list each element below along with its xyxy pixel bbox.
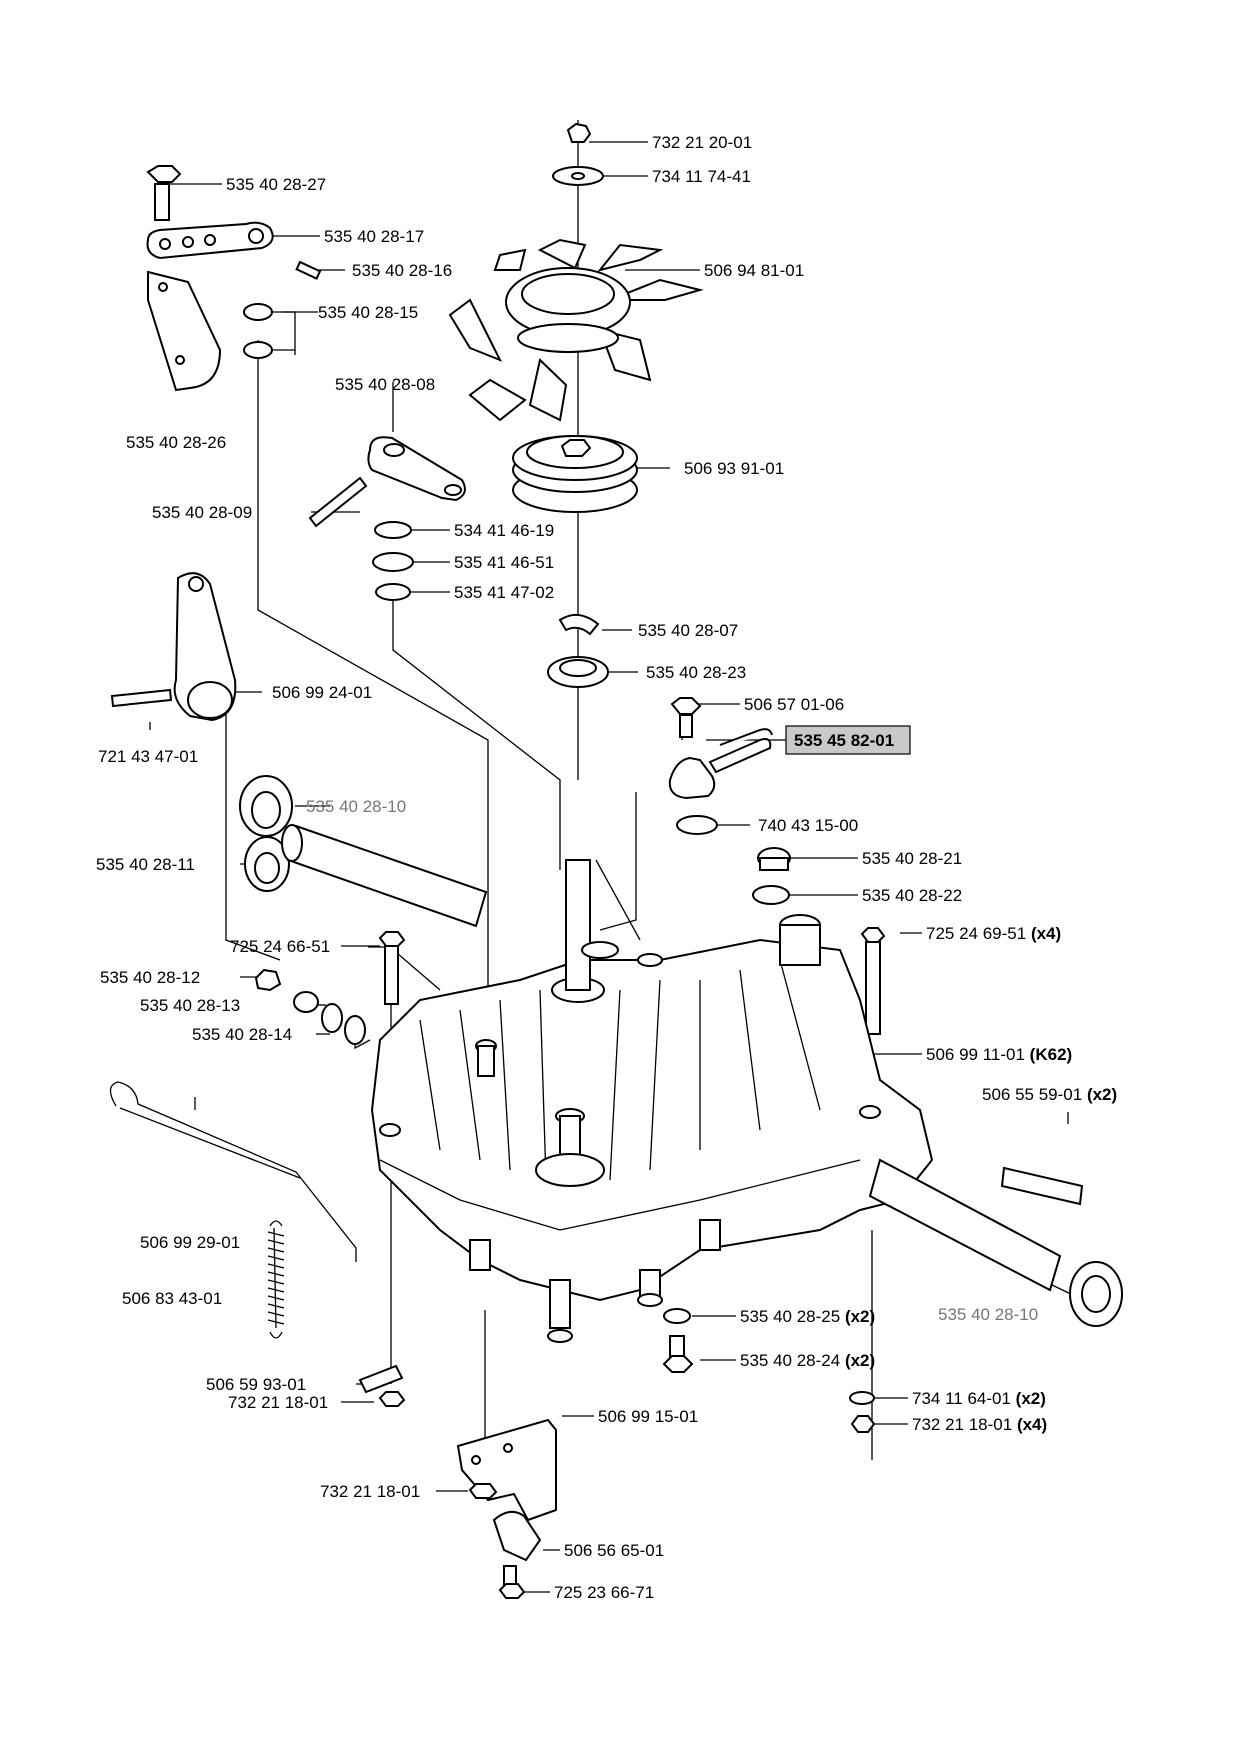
part-label: 732 21 18-01: [320, 1482, 420, 1501]
part-label: 506 99 24-01: [272, 683, 372, 702]
part-label: 740 43 15-00: [758, 816, 858, 835]
part-label: 506 55 59-01 (x2): [982, 1085, 1117, 1104]
part-label: 534 41 46-19: [454, 521, 554, 540]
part-label: 506 59 93-01: [206, 1375, 306, 1394]
transmission-housing-icon: [370, 859, 934, 1343]
part-label: 734 11 64-01 (x2): [912, 1389, 1046, 1408]
part-label: 732 21 18-01: [228, 1393, 328, 1412]
part-label: 732 21 20-01: [652, 133, 752, 152]
part-label: 506 57 01-06: [744, 695, 844, 714]
part-label: 535 41 46-51: [454, 553, 554, 572]
part-label: 535 40 28-21: [862, 849, 962, 868]
part-label: 535 40 28-23: [646, 663, 746, 682]
part-labels: 732 21 20-01 734 11 74-41 535 40 28-27 5…: [96, 133, 1117, 1602]
part-label: 535 41 47-02: [454, 583, 554, 602]
part-label: 535 40 28-08: [335, 375, 435, 394]
part-label: 535 40 28-27: [226, 175, 326, 194]
part-label: 535 40 28-11: [96, 855, 195, 874]
part-label: 535 40 28-14: [192, 1025, 292, 1044]
part-label: 535 40 28-09: [152, 503, 252, 522]
pulley-icon: [512, 435, 638, 513]
part-label: 725 24 69-51 (x4): [926, 924, 1061, 943]
part-label: 725 23 66-71: [554, 1583, 654, 1602]
part-label: 535 40 28-16: [352, 261, 452, 280]
part-drawings: [109, 122, 1123, 1599]
part-label: 506 94 81-01: [704, 261, 804, 280]
part-label: 734 11 74-41: [652, 167, 751, 186]
spring-icon: [267, 1220, 285, 1339]
part-label: 506 93 91-01: [684, 459, 784, 478]
part-label: 506 99 15-01: [598, 1407, 698, 1426]
highlighted-part-box: [785, 725, 911, 755]
part-label: 732 21 18-01 (x4): [912, 1415, 1047, 1434]
part-label: 506 99 11-01 (K62): [926, 1045, 1072, 1064]
part-label: 535 40 28-25 (x2): [740, 1307, 875, 1326]
part-label: 535 40 28-10: [938, 1305, 1038, 1324]
part-label: 535 40 28-26: [126, 433, 226, 452]
part-label: 506 99 29-01: [140, 1233, 240, 1252]
part-label: 535 40 28-22: [862, 886, 962, 905]
part-label-highlighted: 535 45 82-01: [794, 731, 894, 750]
part-label: 535 40 28-17: [324, 227, 424, 246]
part-label: 506 56 65-01: [564, 1541, 664, 1560]
part-label: 535 40 28-10: [306, 797, 406, 816]
fan-icon: [448, 238, 704, 422]
part-label: 721 43 47-01: [98, 747, 198, 766]
part-label: 535 40 28-13: [140, 996, 240, 1015]
part-label: 506 83 43-01: [122, 1289, 222, 1308]
part-label: 535 40 28-07: [638, 621, 738, 640]
part-label: 535 40 28-15: [318, 303, 418, 322]
part-label: 535 40 28-24 (x2): [740, 1351, 875, 1370]
part-label: 535 40 28-12: [100, 968, 200, 987]
part-label: 725 24 66-51: [230, 937, 330, 956]
